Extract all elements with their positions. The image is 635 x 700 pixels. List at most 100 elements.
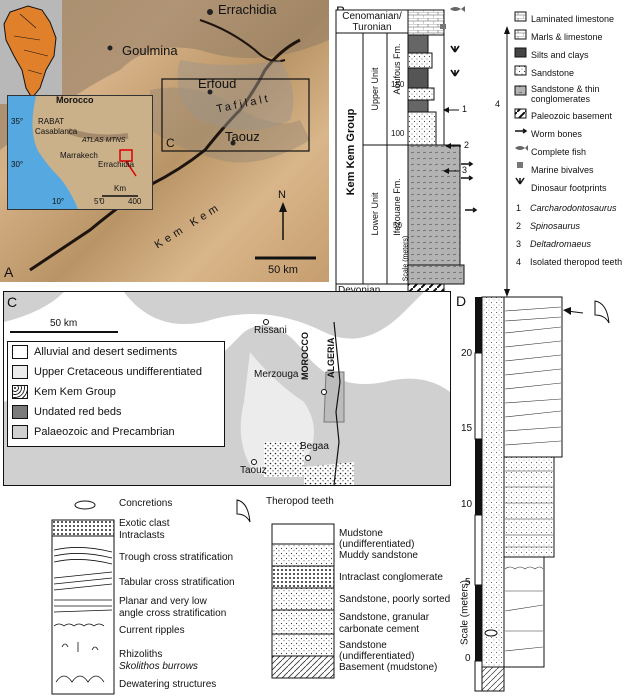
legend-sandstone-undiff: Sandstone (undifferentiated) (339, 640, 415, 662)
panel-b-stratigraphy: B (333, 0, 633, 307)
panel-d-section: D (455, 291, 635, 700)
inset-lat30: 30° (11, 160, 24, 169)
scale-bar-label: 50 km (268, 264, 298, 276)
legend-silts-clays: Silts and clays (531, 50, 589, 60)
legend-trough: Trough cross stratification (119, 552, 234, 563)
inset-lon10: 10° (52, 197, 65, 206)
b-tick-100: 100 (391, 129, 405, 138)
panel-a-terrain (0, 0, 329, 272)
label-errachidia: Errachidia (218, 2, 277, 17)
legend-planar-1: Planar and very low (119, 596, 207, 607)
bottom-legend: Concretions Exotic clast Intraclasts Tro… (0, 492, 460, 700)
legend-sandstone-conglomerates: Sandstone & thin conglomerates (531, 84, 600, 104)
panel-d-column (474, 296, 610, 692)
c-legend-item-upper-cret: Upper Cretaceous undifferentiated (8, 362, 224, 382)
c-legend-item-red-beds: Undated red beds (8, 402, 224, 422)
inset-atlas: ATLAS MTNS (82, 137, 126, 144)
cenomanian-label: Cenomanian/ Turonian (342, 11, 402, 33)
b-marker-4: 4 (495, 99, 501, 109)
label-taouz: Taouz (225, 129, 260, 144)
c-legend: Alluvial and desert sediments Upper Cret… (7, 341, 225, 447)
b-scale-label: Scale (meters) (402, 235, 410, 282)
legend-skolithos: Skolithos burrows (119, 661, 198, 672)
legend-ripples: Current ripples (119, 625, 185, 636)
africa-inset (0, 0, 62, 104)
b-tick-50: 50 (393, 221, 402, 230)
legend-intraclast-conglomerate: Intraclast conglomerate (339, 572, 443, 583)
d-tick-10: 10 (461, 499, 473, 510)
panel-b-frame (335, 6, 528, 297)
inset-rabat: RABAT (38, 117, 65, 126)
c-begaa: Begaa (300, 441, 329, 452)
inset-lon5: 5° (94, 197, 102, 206)
panel-a-letter: A (4, 264, 14, 280)
inset-km0: 0 (100, 197, 105, 206)
c-legend-item-kem-kem: Kem Kem Group (8, 382, 224, 402)
d-tick-5: 5 (465, 577, 471, 588)
legend-paleozoic: Paleozoic basement (531, 111, 613, 121)
legend-sandstone-granular: Sandstone, granular (339, 612, 430, 623)
b-marker-3: 3 (462, 165, 468, 175)
legend-rhizoliths: Rhizoliths (119, 649, 163, 660)
label-goulmina: Goulmina (122, 43, 178, 58)
label-erfoud: Erfoud (198, 76, 237, 91)
legend-basement: Basement (mudstone) (339, 662, 438, 673)
legend-marls-limestone: Marls & limestone (531, 32, 603, 42)
c-taouz: Taouz (240, 465, 267, 476)
legend-exotic-clast: Exotic clast (119, 518, 170, 529)
legend-worm-bones: Worm bones (531, 129, 582, 139)
legend-tabular: Tabular cross stratification (119, 577, 235, 588)
legend-theropod-teeth: Theropod teeth (266, 496, 334, 507)
c-legend-item-palaeozoic: Palaeozoic and Precambrian (8, 422, 224, 442)
inset-lat35: 35° (11, 117, 24, 126)
c-rissani: Rissani (254, 325, 287, 336)
inset-marrakech: Marrakech (60, 151, 98, 160)
legend-planar-2: angle cross stratification (119, 608, 227, 619)
c-algeria: ALGERIA (326, 337, 336, 379)
legend-mudstone: Mudstone (undifferentiated) (339, 528, 415, 550)
legend-marine-bivalves: Marine bivalves (531, 165, 594, 175)
upper-unit-label: Upper Unit (370, 67, 380, 111)
d-tick-20: 20 (461, 348, 473, 359)
inset-morocco-label: Morocco (56, 95, 94, 105)
b-legend: Laminated limestone Marls & limestone Si… (531, 10, 631, 197)
legend-complete-fish: Complete fish (531, 147, 587, 157)
morocco-inset: Morocco RABAT Casablanca ATLAS MTNS Marr… (7, 95, 153, 210)
kem-kem-group-label: Kem Kem Group (345, 108, 357, 196)
inset-km400: 400 (128, 197, 142, 206)
lower-unit-label: Lower Unit (370, 192, 380, 236)
c-merzouga: Merzouga (254, 369, 299, 380)
legend-intraclasts: Intraclasts (119, 530, 165, 541)
b-marker-2: 2 (464, 140, 470, 150)
panel-d-letter: D (456, 293, 467, 309)
label-c-box: C (166, 136, 175, 150)
inset-km-label: Km (114, 184, 126, 193)
legend-dewatering: Dewatering structures (119, 679, 217, 690)
inset-errachidia: Errachidia (98, 160, 135, 169)
panel-c-geologic-map: C 50 km Rissani Merzouga Taouz Begaa MOR… (3, 291, 451, 486)
legend-carbonate-cement: carbonate cement (339, 624, 420, 635)
legend-muddy-sandstone: Muddy sandstone (339, 550, 418, 561)
devonian-label: Devonian (338, 285, 380, 296)
inset-casablanca: Casablanca (35, 127, 78, 136)
d-tick-0: 0 (465, 653, 471, 664)
aoufous-label: Aoufous Fm. (392, 43, 402, 95)
bottom-legend-swatches (51, 499, 335, 695)
north-label: N (278, 189, 286, 201)
legend-concretions: Concretions (119, 498, 173, 509)
legend-sandstone: Sandstone (531, 68, 575, 78)
c-legend-item-alluvial: Alluvial and desert sediments (8, 342, 224, 362)
legend-dinosaur-footprints: Dinosaur footprints (531, 183, 607, 193)
b-marker-1: 1 (462, 104, 468, 114)
c-scale-label: 50 km (50, 318, 78, 329)
legend-sandstone-poorly-sorted: Sandstone, poorly sorted (339, 594, 451, 605)
panel-a-satellite-map: A Errachidia Goulmina Erfoud Tafilalt Ta… (0, 0, 329, 282)
c-morocco: MOROCCO (300, 332, 310, 380)
legend-laminated-limestone: Laminated limestone (531, 14, 615, 24)
b-tick-150: 150 (391, 80, 405, 89)
